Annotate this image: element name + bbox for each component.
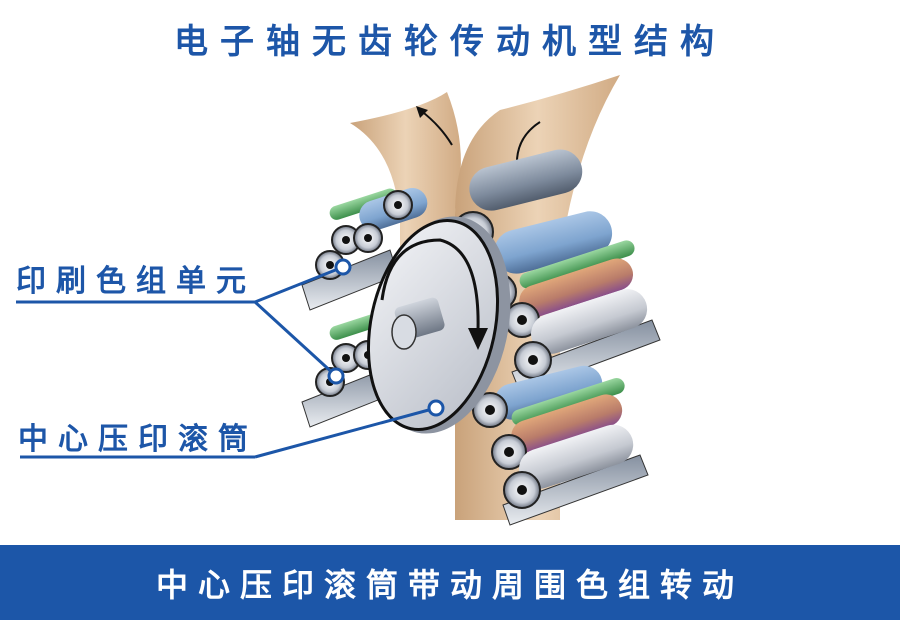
printing-unit-left-1 — [301, 188, 428, 311]
footer-banner: 中心压印滚筒带动周围色组转动 — [0, 545, 900, 620]
drum-rotation-arrow — [380, 238, 488, 350]
printing-unit-right-1 — [504, 240, 661, 393]
drum-shaft — [391, 297, 445, 350]
callout-printing-units — [16, 258, 352, 385]
roller-blue-lower — [472, 365, 603, 428]
callout-central-drum — [20, 399, 445, 459]
label-central-impression-drum: 中心压印滚筒 — [18, 422, 258, 457]
central-impression-drum — [366, 216, 511, 434]
paper-in-arrow — [416, 106, 453, 146]
printing-unit-right-2 — [491, 378, 649, 526]
footer-caption: 中心压印滚筒带动周围色组转动 — [155, 565, 744, 604]
diagram-title: 电子轴无齿轮传动机型结构 — [174, 22, 726, 62]
label-printing-units: 印刷色组单元 — [16, 264, 256, 299]
